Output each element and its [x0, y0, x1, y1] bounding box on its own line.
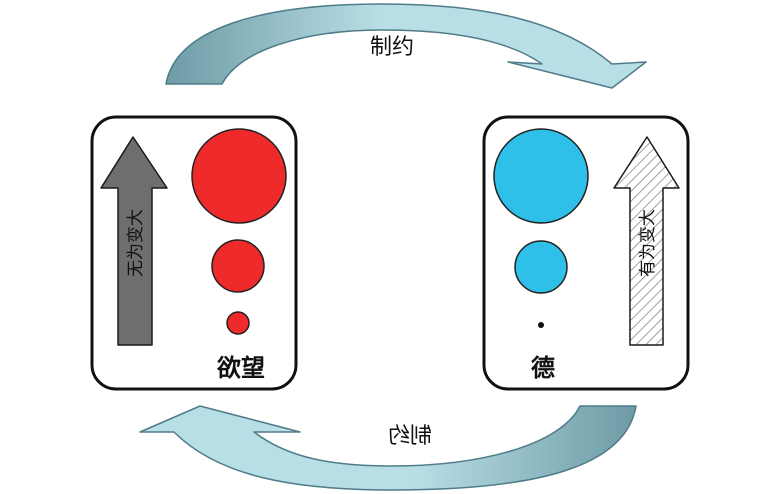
right-arrow-text: 有为变大: [638, 209, 658, 277]
left-arrow-text: 无为变大: [126, 209, 146, 277]
desire-box: 无为变大 欲望: [90, 115, 298, 391]
virtue-title: 德: [531, 353, 555, 382]
medium-blue-circle: [514, 240, 568, 294]
virtue-box: 有为变大 德: [482, 115, 690, 391]
medium-red-circle: [211, 239, 265, 293]
large-blue-circle: [493, 128, 589, 224]
large-red-circle: [191, 128, 287, 224]
top-arrow-label: 制约: [370, 35, 414, 60]
blue-dot: [538, 322, 544, 328]
desire-title: 欲望: [216, 353, 265, 382]
small-red-circle: [226, 311, 250, 335]
bottom-curved-arrow: [139, 405, 637, 491]
bottom-arrow-label: 制约: [388, 424, 432, 449]
top-curved-arrow: [165, 3, 647, 89]
hatched-up-arrow: [613, 136, 680, 346]
grey-up-arrow: [100, 136, 168, 346]
